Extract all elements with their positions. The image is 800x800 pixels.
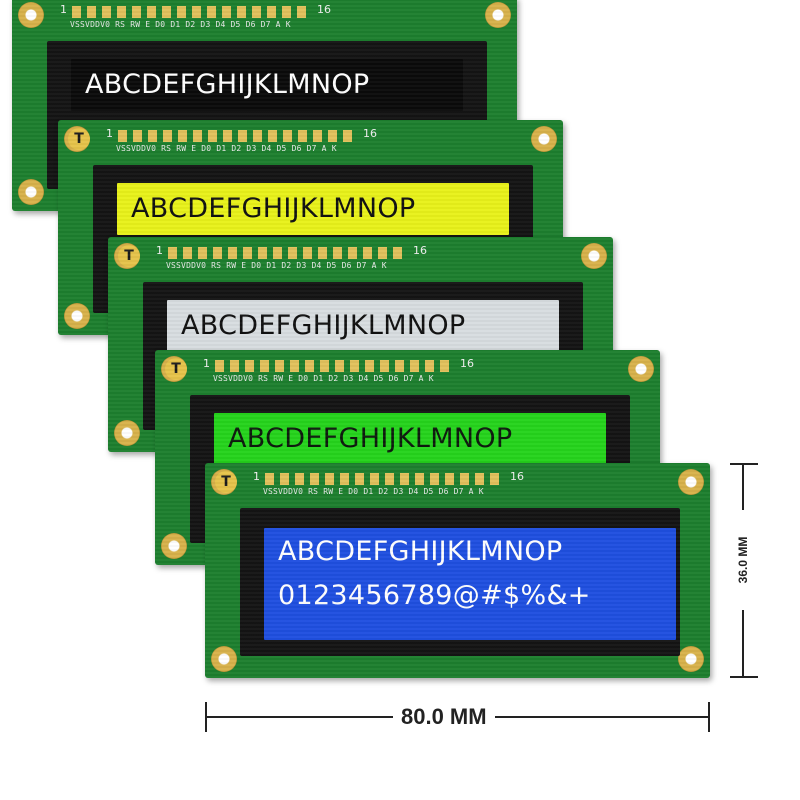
- pin-header: [72, 6, 312, 18]
- pin-header: [118, 130, 358, 142]
- pin-labels: VSSVDDV0 RS RW E D0 D1 D2 D3 D4 D5 D6 D7…: [166, 261, 387, 270]
- dimension-tick: [708, 702, 710, 732]
- mount-hole: [581, 243, 607, 269]
- mount-hole: [485, 2, 511, 28]
- mount-hole: [678, 646, 704, 672]
- pin-number-last: 16: [460, 357, 474, 370]
- pin-number-first: 1: [253, 470, 260, 483]
- lcd-module-blue: T 1 16 VSSVDDV0 RS RW E D0 D1 D2 D3 D4 D…: [205, 463, 710, 678]
- mount-hole: [678, 469, 704, 495]
- pin-header: [265, 473, 505, 485]
- lcd-screen: ABCDEFGHIJKLMNOP: [167, 300, 559, 352]
- mount-hole: [18, 179, 44, 205]
- pin-number-last: 16: [363, 127, 377, 140]
- mount-hole: [114, 420, 140, 446]
- lcd-bezel: ABCDEFGHIJKLMNOP 0123456789@#$%&+: [240, 508, 680, 656]
- lcd-line-2: 0123456789@#$%&+: [278, 580, 591, 611]
- mount-hole: [211, 646, 237, 672]
- pin-number-first: 1: [156, 244, 163, 257]
- mount-hole: [64, 303, 90, 329]
- pin-labels: VSSVDDV0 RS RW E D0 D1 D2 D3 D4 D5 D6 D7…: [70, 20, 291, 29]
- lcd-line-1: ABCDEFGHIJKLMNOP: [278, 536, 563, 567]
- pin-header: [168, 247, 408, 259]
- brand-logo-icon: T: [118, 245, 140, 267]
- pin-number-last: 16: [413, 244, 427, 257]
- height-label: 36.0 MM: [736, 510, 750, 610]
- pin-labels: VSSVDDV0 RS RW E D0 D1 D2 D3 D4 D5 D6 D7…: [263, 487, 484, 496]
- brand-logo-icon: T: [215, 471, 237, 493]
- pin-labels: VSSVDDV0 RS RW E D0 D1 D2 D3 D4 D5 D6 D7…: [213, 374, 434, 383]
- pin-number-first: 1: [203, 357, 210, 370]
- pin-header: [215, 360, 455, 372]
- lcd-screen: ABCDEFGHIJKLMNOP 0123456789@#$%&+: [264, 528, 676, 640]
- dimension-tick: [730, 463, 758, 465]
- mount-hole: [161, 533, 187, 559]
- lcd-screen: ABCDEFGHIJKLMNOP: [214, 413, 606, 465]
- lcd-line-1: ABCDEFGHIJKLMNOP: [228, 423, 513, 454]
- lcd-line-1: ABCDEFGHIJKLMNOP: [85, 69, 370, 100]
- width-dimension: 80.0 MM: [205, 700, 710, 732]
- brand-logo-icon: T: [165, 358, 187, 380]
- height-dimension: 36.0 MM: [728, 463, 758, 678]
- dimension-tick: [730, 676, 758, 678]
- mount-hole: [628, 356, 654, 382]
- pin-number-last: 16: [317, 3, 331, 16]
- lcd-line-1: ABCDEFGHIJKLMNOP: [181, 310, 466, 341]
- lcd-screen: ABCDEFGHIJKLMNOP: [71, 59, 463, 111]
- lcd-line-1: ABCDEFGHIJKLMNOP: [131, 193, 416, 224]
- width-label: 80.0 MM: [393, 704, 495, 730]
- mount-hole: [18, 2, 44, 28]
- pin-number-first: 1: [60, 3, 67, 16]
- pin-number-first: 1: [106, 127, 113, 140]
- pin-labels: VSSVDDV0 RS RW E D0 D1 D2 D3 D4 D5 D6 D7…: [116, 144, 337, 153]
- brand-logo-icon: T: [68, 128, 90, 150]
- pin-number-last: 16: [510, 470, 524, 483]
- mount-hole: [531, 126, 557, 152]
- lcd-screen: ABCDEFGHIJKLMNOP: [117, 183, 509, 235]
